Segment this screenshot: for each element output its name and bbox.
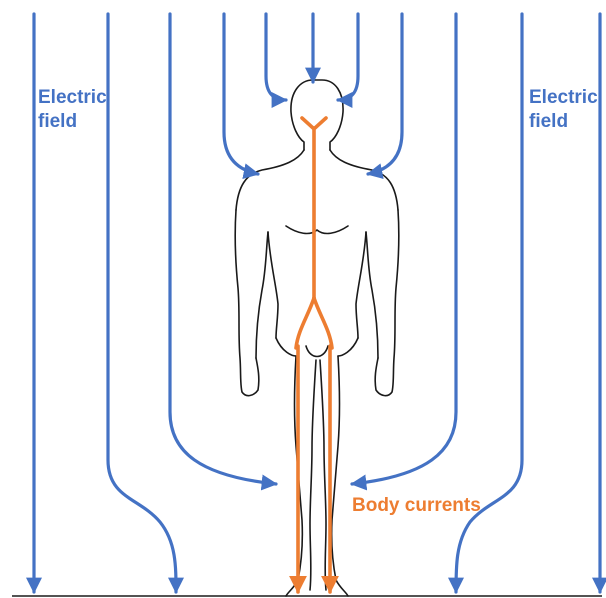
- field-line: [368, 14, 402, 174]
- field-line: [224, 14, 258, 174]
- current-hip-right: [314, 298, 332, 348]
- label-line: field: [529, 110, 606, 134]
- body-currents-label: Body currents: [352, 494, 481, 518]
- field-line: [266, 14, 286, 100]
- current-hip-left: [296, 298, 314, 348]
- label-line: field: [38, 110, 107, 134]
- field-line: [338, 14, 358, 100]
- field-line: [108, 14, 176, 592]
- current-head-left: [302, 118, 313, 128]
- human-body-outline: [235, 80, 399, 596]
- label-line: Electric: [38, 86, 107, 110]
- current-head-right: [315, 118, 326, 128]
- electric-field-label-right: Electric field: [529, 86, 606, 134]
- electric-field-label-left: Electric field: [38, 86, 107, 134]
- label-line: Electric: [529, 86, 606, 110]
